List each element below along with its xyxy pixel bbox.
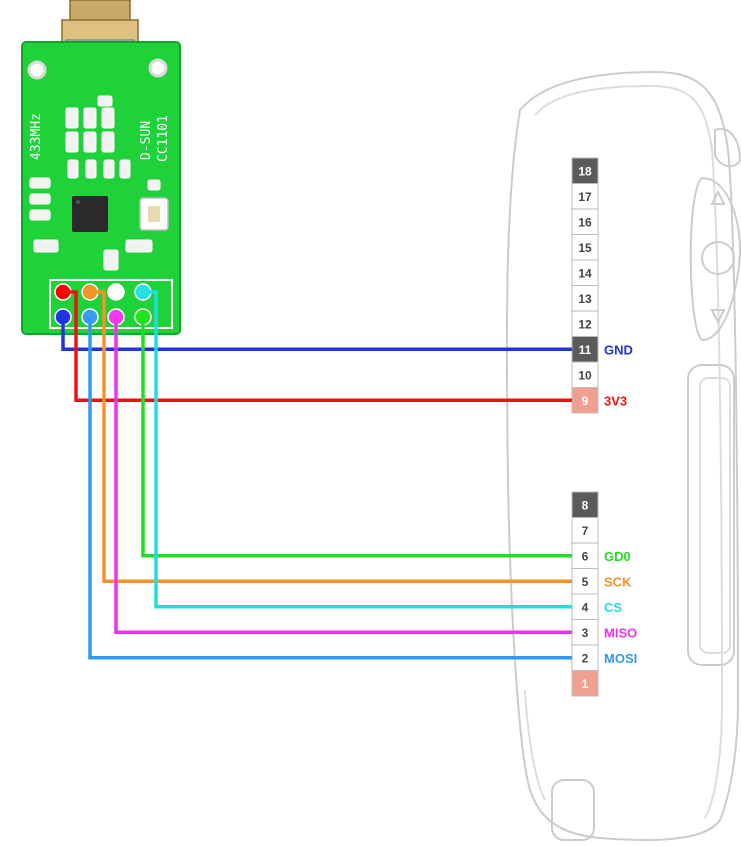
header-pin-1: 1: [571, 670, 599, 697]
wires: [61, 290, 572, 660]
header-pin-2: 2: [571, 644, 599, 671]
signal-label-gnd: GND: [604, 342, 633, 357]
sma-connector-top: [69, 0, 131, 23]
crystal-inner: [148, 206, 160, 222]
dpad-down-arrow: [710, 309, 726, 325]
signal-label-gd0: GD0: [604, 549, 631, 564]
wire-mosi: [88, 317, 572, 660]
signal-label-sck: SCK: [604, 574, 632, 589]
header-pin-box: [571, 183, 599, 210]
header-pin-number: 6: [582, 549, 589, 563]
chip-pin1-dot: [76, 200, 80, 204]
pin-header-frame: [49, 279, 173, 329]
header-pin-3: 3: [571, 619, 599, 646]
header-pin-number: 8: [582, 498, 589, 512]
device-lower-edge: [524, 689, 546, 801]
device-outline: [505, 70, 740, 841]
header-pin-box: [571, 568, 599, 595]
header-pin-number: 7: [582, 524, 589, 538]
signal-label-mosi: MOSI: [604, 651, 637, 666]
screen-window: [687, 364, 735, 666]
header-pin-box: [571, 387, 599, 414]
header-pin-4: 4: [571, 593, 599, 620]
wire-3v3: [63, 290, 572, 402]
header-pin-number: 3: [582, 626, 589, 640]
wire-gnd: [61, 317, 572, 351]
header-pin-11: 11: [571, 336, 599, 363]
header-pin-13: 13: [571, 285, 599, 312]
header-pin-5: 5: [571, 568, 599, 595]
cc1101-chip: [72, 196, 108, 232]
header-pin-number: 17: [578, 190, 592, 204]
header-pin-box: [571, 208, 599, 235]
gpio-header-lower: 8 7 6 5 4 3 2 1: [571, 491, 599, 697]
module-pin: [107, 283, 125, 301]
wire-cs: [143, 290, 572, 609]
header-pin-number: 1: [582, 677, 589, 691]
gpio-header-upper: 18 17 16 15 14 13 12 11 10 9: [571, 157, 599, 414]
signal-label-3v3: 3V3: [604, 393, 627, 408]
header-pin-6: 6: [571, 542, 599, 569]
back-button: [714, 128, 741, 168]
header-pin-18: 18: [571, 157, 599, 184]
header-pin-number: 11: [579, 343, 592, 357]
cc1101-module: 433MHz D-SUN CC1101: [21, 0, 181, 335]
header-pin-17: 17: [571, 183, 599, 210]
device-body: [505, 70, 741, 841]
mount-hole-right: [148, 58, 168, 78]
header-pin-10: 10: [571, 361, 599, 388]
dpad-outline: [689, 176, 741, 342]
header-pin-15: 15: [571, 234, 599, 261]
header-pin-number: 4: [582, 600, 589, 614]
sma-connector-base: [61, 19, 139, 43]
header-pin-number: 13: [578, 292, 592, 306]
wire-sck: [90, 290, 572, 583]
header-pin-box: [571, 644, 599, 671]
header-pin-number: 5: [582, 575, 589, 589]
device-side-edge: [704, 149, 724, 819]
header-pin-number: 10: [578, 368, 592, 382]
header-pin-12: 12: [571, 310, 599, 337]
mount-hole-left: [27, 60, 47, 80]
dpad-center-button: [701, 241, 735, 275]
module-brand-label: D-SUN: [139, 121, 154, 160]
header-pin-16: 16: [571, 208, 599, 235]
header-pin-number: 12: [578, 317, 592, 331]
header-pin-box: [571, 542, 599, 569]
device-inner-edge: [534, 84, 713, 151]
header-pin-number: 15: [578, 241, 592, 255]
signal-label-miso: MISO: [604, 625, 637, 640]
module-chip-label: CC1101: [156, 115, 171, 162]
wire-miso: [114, 317, 572, 634]
header-pin-9: 9: [571, 387, 599, 414]
header-pin-box: [571, 234, 599, 261]
signal-label-cs: CS: [604, 600, 622, 615]
header-pin-number: 18: [578, 164, 592, 178]
wire-gd0: [141, 317, 572, 558]
header-pin-box: [571, 670, 599, 697]
passive-components: [29, 95, 161, 271]
header-pin-7: 7: [571, 517, 599, 544]
frequency-label: 433MHz: [29, 113, 44, 160]
header-pin-number: 2: [582, 651, 589, 665]
header-pin-box: [571, 157, 599, 184]
header-pin-8: 8: [571, 491, 599, 518]
header-pin-number: 14: [578, 266, 592, 280]
screen-inner: [699, 377, 731, 654]
header-pin-number: 16: [578, 215, 592, 229]
header-pin-14: 14: [571, 259, 599, 286]
module-pcb: [21, 41, 181, 335]
usb-port: [551, 779, 595, 841]
header-pin-box: [571, 259, 599, 286]
header-pin-number: 9: [582, 394, 589, 408]
header-pin-box: [571, 285, 599, 312]
dpad-up-arrow: [710, 189, 726, 205]
